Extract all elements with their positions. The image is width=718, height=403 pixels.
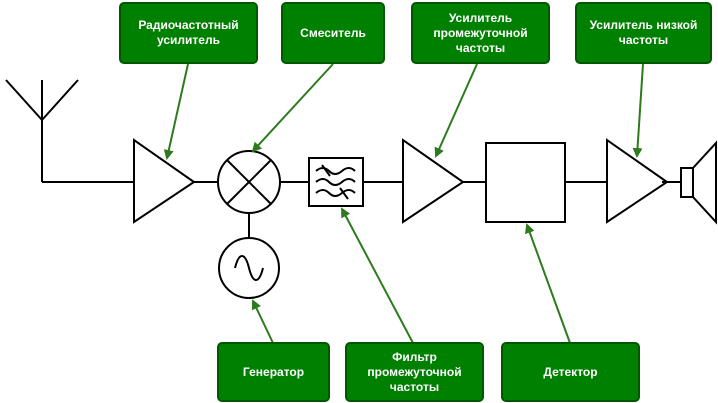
label-rf-amplifier: Радиочастотный усилитель — [119, 2, 258, 64]
signal-path — [42, 181, 607, 238]
speaker-icon — [662, 140, 717, 225]
if-filter-symbol — [308, 157, 364, 207]
arrow-if-filter — [341, 207, 414, 344]
label-if-amplifier: Усилитель промежуточной частоты — [411, 2, 550, 64]
callout-arrows — [163, 63, 644, 344]
rf-amplifier-symbol — [133, 138, 196, 224]
antenna-icon — [5, 79, 79, 182]
mixer-symbol — [217, 150, 281, 214]
arrow-detector — [525, 223, 571, 344]
label-lf-amplifier: Усилитель низкой частоты — [575, 2, 712, 64]
label-detector: Детектор — [501, 342, 640, 402]
arrow-if-amplifier — [434, 63, 478, 158]
detector-symbol — [485, 142, 566, 223]
arrow-mixer — [251, 63, 334, 153]
label-generator: Генератор — [217, 342, 330, 402]
label-mixer: Смеситель — [281, 2, 385, 64]
lf-amplifier-symbol — [606, 138, 669, 224]
arrow-lf-amplifier — [632, 63, 644, 158]
generator-symbol — [218, 237, 280, 299]
if-amplifier-symbol — [402, 138, 465, 224]
sine-wave-icon — [234, 255, 264, 281]
label-if-filter: Фильтр промежуточной частоты — [345, 342, 484, 402]
arrow-rf-amplifier — [163, 63, 189, 160]
arrow-generator — [251, 299, 274, 344]
